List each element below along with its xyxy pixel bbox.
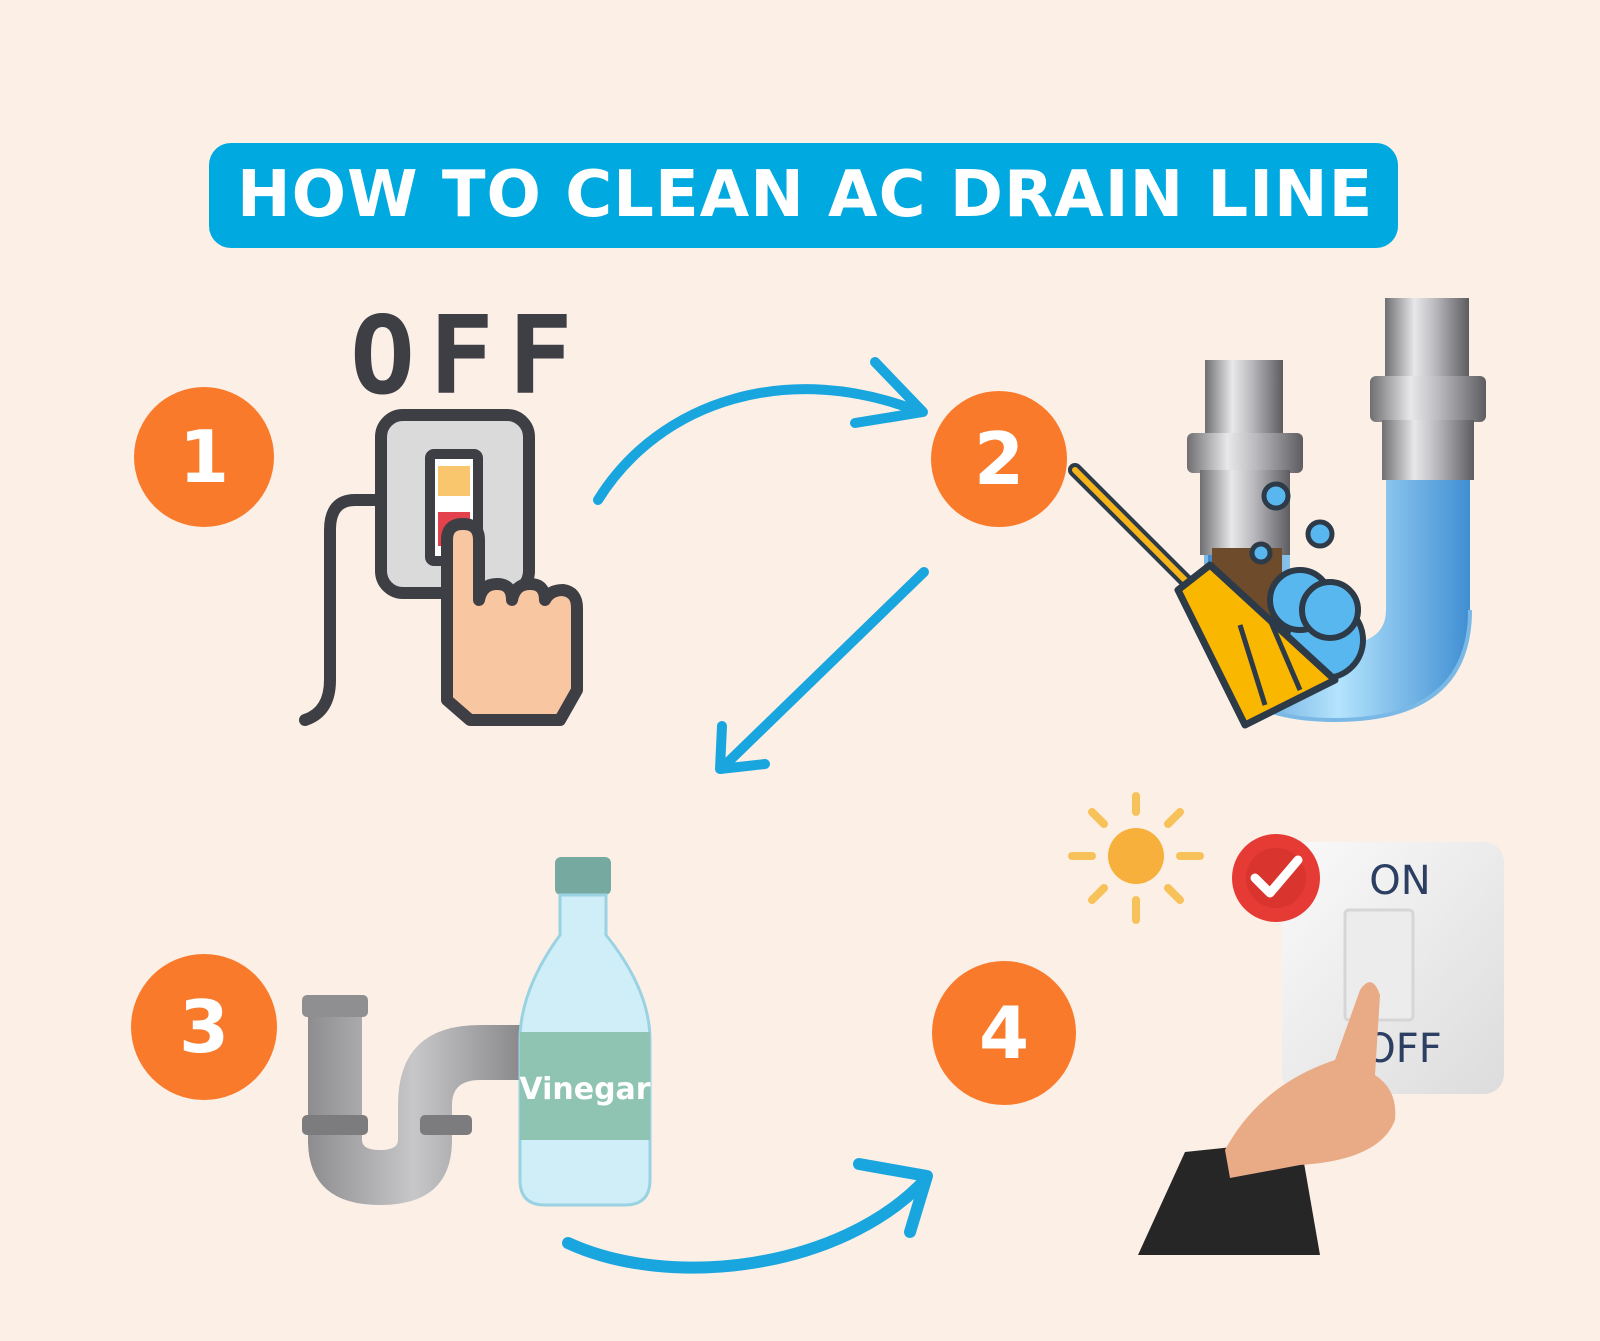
step-4-badge: 4	[932, 961, 1076, 1105]
sun-icon	[1068, 792, 1204, 924]
page-title: HOW TO CLEAN AC DRAIN LINE	[237, 158, 1374, 232]
on-label: ON	[1369, 858, 1430, 904]
arrow-3-to-4	[562, 1158, 933, 1274]
step-2-number: 2	[974, 417, 1024, 501]
vinegar-label: Vinegar	[519, 1072, 650, 1107]
step-1-number: 1	[179, 415, 229, 499]
step-2-badge: 2	[931, 391, 1067, 527]
check-icon	[1232, 834, 1320, 922]
arrow-1-to-2	[593, 357, 928, 505]
power-on-switch-icon: ON OFF	[1068, 792, 1504, 1255]
title-banner: HOW TO CLEAN AC DRAIN LINE	[209, 143, 1398, 248]
step-3-number: 3	[179, 985, 229, 1069]
pipe-cleaning-brush-icon	[1068, 298, 1486, 729]
step-1-badge: 1	[134, 387, 274, 527]
arrow-2-to-3	[715, 567, 929, 774]
vinegar-bottle-pipe-icon: Vinegar	[302, 857, 652, 1207]
step-4-number: 4	[979, 991, 1029, 1075]
step-3-badge: 3	[131, 954, 277, 1100]
off-label: OFF	[350, 294, 587, 419]
power-off-switch-icon: OFF	[299, 294, 587, 726]
